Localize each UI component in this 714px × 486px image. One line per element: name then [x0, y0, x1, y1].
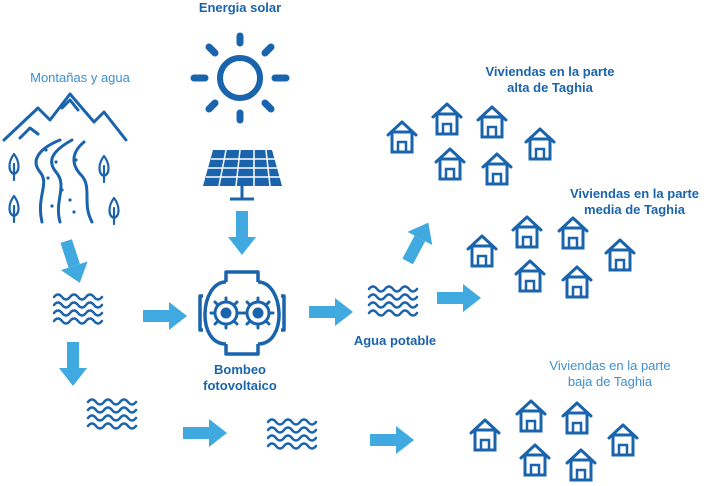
house-icon: [519, 443, 551, 477]
house-icon: [481, 152, 513, 186]
label-houses-mid: Viviendas en la parte media de Taghia: [569, 186, 700, 217]
arrow-icon: [59, 342, 87, 386]
arrow-icon: [370, 426, 414, 454]
house-icon: [565, 448, 597, 482]
house-icon: [557, 216, 589, 250]
label-solar: Energia solar: [198, 0, 282, 15]
house-icon: [514, 259, 546, 293]
house-icon: [434, 147, 466, 181]
mountains-icon: [2, 92, 128, 226]
houses-high-group: [386, 102, 556, 186]
house-icon: [466, 234, 498, 268]
house-icon: [524, 127, 556, 161]
house-icon: [604, 238, 636, 272]
houses-mid-group: [466, 215, 636, 299]
house-icon: [561, 265, 593, 299]
arrow-icon: [395, 216, 441, 268]
label-potable: Agua potable: [353, 333, 437, 348]
house-icon: [431, 102, 463, 136]
arrow-icon: [183, 419, 227, 447]
water-icon: [266, 418, 318, 450]
solar-panel-icon: [203, 149, 282, 201]
water-icon: [86, 398, 138, 430]
house-icon: [607, 423, 639, 457]
arrow-icon: [143, 302, 187, 330]
house-icon: [511, 215, 543, 249]
house-icon: [561, 401, 593, 435]
house-icon: [386, 120, 418, 154]
arrow-icon: [309, 298, 353, 326]
arrow-icon: [52, 236, 94, 288]
house-icon: [476, 105, 508, 139]
arrow-icon: [437, 284, 481, 312]
sun-icon: [190, 32, 290, 124]
label-pump: Bombeo fotovoltaico: [203, 362, 277, 393]
water-icon: [52, 293, 104, 325]
water-icon: [367, 285, 419, 317]
pump-icon: [198, 270, 286, 356]
label-houses-high: Viviendas en la parte alta de Taghia: [485, 64, 615, 95]
houses-low-group: [469, 399, 639, 482]
label-mountains: Montañas y agua: [30, 70, 130, 85]
house-icon: [469, 418, 501, 452]
label-houses-low: Viviendas en la parte baja de Taghia: [549, 358, 671, 389]
house-icon: [515, 399, 547, 433]
arrow-icon: [228, 211, 256, 255]
